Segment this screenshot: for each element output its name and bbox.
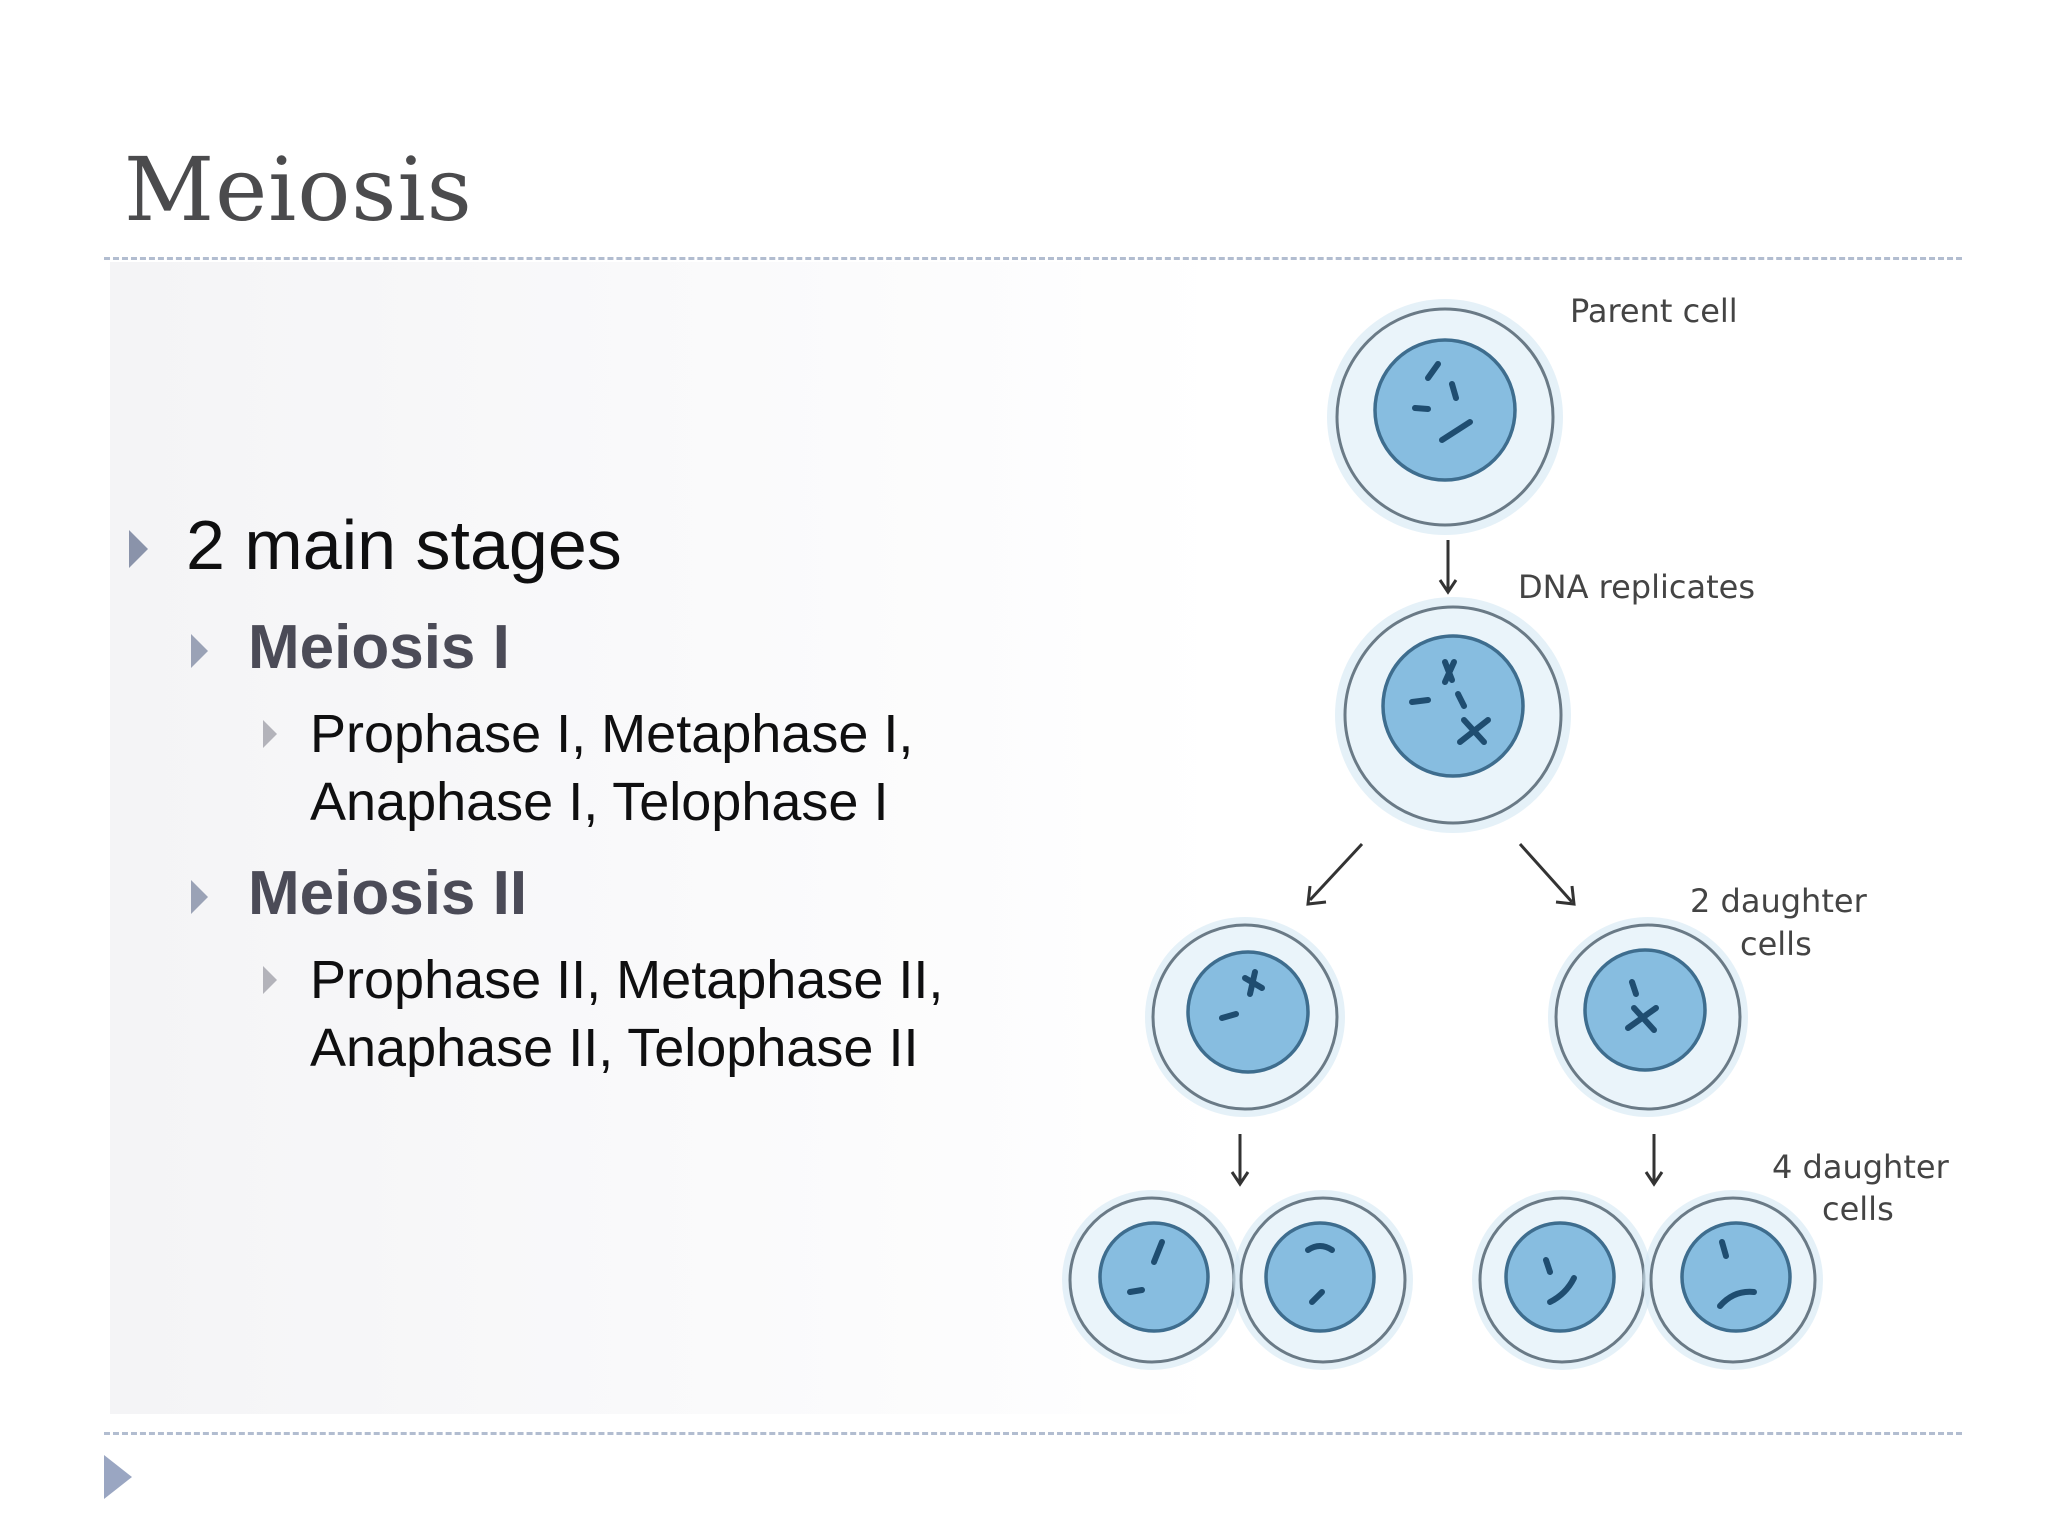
meiosis-1-heading: Meiosis I	[248, 613, 510, 682]
label-two-daughter-line1: 2 daughter	[1690, 882, 1868, 920]
footer-divider	[104, 1432, 1962, 1435]
bullet-triangle-icon	[263, 720, 277, 748]
meiosis-2-heading: Meiosis II	[248, 859, 528, 928]
bullet-meiosis-2: Meiosis II	[191, 858, 528, 929]
bullet-meiosis-1-phases: Prophase I, Metaphase I, Anaphase I, Tel…	[263, 700, 1010, 836]
arrow-down-left-icon	[1306, 842, 1364, 906]
daughter-cell-right	[1548, 917, 1748, 1117]
bullet-triangle-icon	[129, 530, 148, 568]
granddaughter-cell-3	[1472, 1190, 1652, 1370]
bullet-main-text: 2 main stages	[186, 506, 622, 584]
label-four-daughter-line2: cells	[1822, 1190, 1894, 1228]
meiosis-2-phases-text: Prophase II, Metaphase II, Anaphase II, …	[310, 950, 944, 1078]
replicated-cell	[1335, 597, 1571, 833]
footer-triangle-icon	[104, 1455, 132, 1499]
bullet-main-stages: 2 main stages	[129, 505, 622, 585]
slide-title: Meiosis	[124, 138, 473, 241]
content-background	[110, 262, 1965, 1414]
daughter-cell-left	[1145, 917, 1345, 1117]
bullet-triangle-icon	[191, 634, 208, 668]
granddaughter-cell-4	[1643, 1190, 1823, 1370]
granddaughter-cell-1	[1062, 1190, 1242, 1370]
label-four-daughter-line1: 4 daughter	[1772, 1148, 1950, 1186]
label-parent-cell: Parent cell	[1570, 292, 1738, 330]
bullet-triangle-icon	[263, 966, 277, 994]
meiosis-1-phases-text: Prophase I, Metaphase I, Anaphase I, Tel…	[310, 704, 914, 832]
arrow-down-right-icon	[1518, 842, 1576, 906]
parent-cell	[1327, 299, 1563, 535]
bullet-meiosis-2-phases: Prophase II, Metaphase II, Anaphase II, …	[263, 946, 1010, 1082]
label-two-daughter-line2: cells	[1740, 925, 1812, 963]
bullet-triangle-icon	[191, 880, 208, 914]
arrow-down-icon	[1438, 540, 1458, 595]
title-divider	[104, 257, 1962, 260]
bullet-meiosis-1: Meiosis I	[191, 612, 510, 683]
arrow-down-icon	[1230, 1134, 1250, 1187]
arrow-down-icon	[1644, 1134, 1664, 1187]
meiosis-diagram: Parent cell DNA replicates 2 daughter ce…	[1062, 292, 1950, 1370]
granddaughter-cell-2	[1233, 1190, 1413, 1370]
label-dna-replicates: DNA replicates	[1518, 568, 1755, 606]
